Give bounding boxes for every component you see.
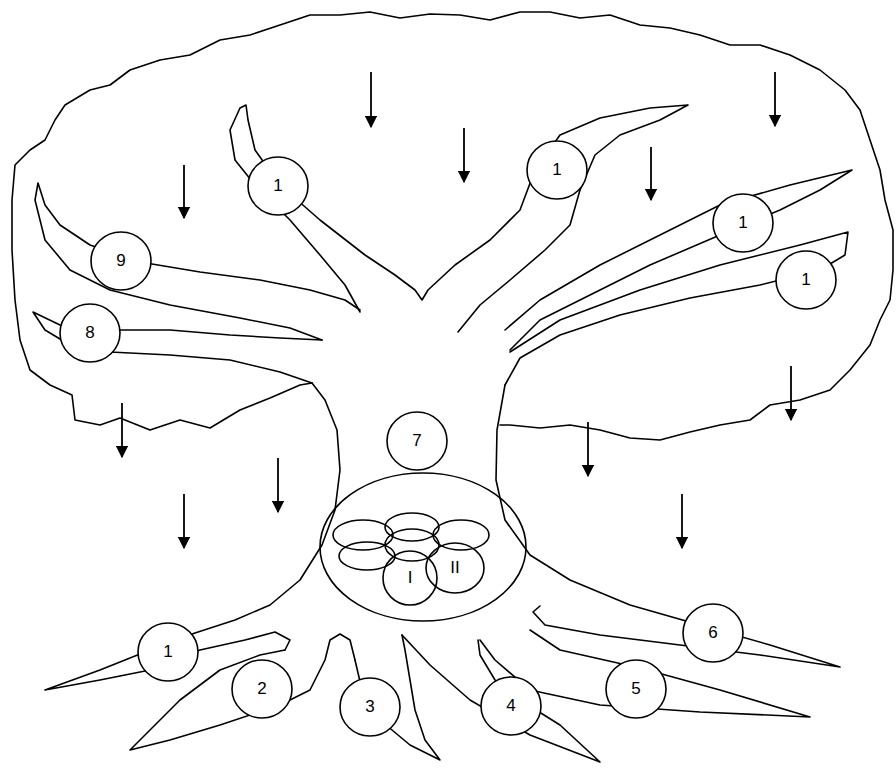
callout-number: 9 [116,252,125,271]
branch-outline [505,232,848,385]
callout-circle: 7 [386,411,448,471]
cell-node: I [382,550,438,606]
node-outline-shape [527,141,587,199]
root-outline [45,383,340,690]
node-outline-shape [713,194,773,252]
callout-number: 8 [85,324,94,343]
cell-cluster [320,473,526,621]
callout-circle: 5 [605,659,667,719]
down-arrow [183,494,185,548]
callout-number: 1 [163,643,172,662]
callout-number: 4 [506,697,515,716]
down-arrow [774,72,776,126]
callout-number: I [408,569,413,588]
node-outline-shape [138,623,198,681]
down-arrow [277,458,279,512]
node-outline-shape [606,660,666,718]
callout-circle: 1 [137,622,199,682]
callout-circle: 1 [247,156,309,216]
node-outline-shape [91,232,151,290]
callout-circle: 1 [526,140,588,200]
down-arrow [183,165,185,218]
down-arrow [790,366,792,420]
callout-circle: 9 [90,231,152,291]
callout-number: II [450,559,459,578]
node-outline-shape [340,678,400,736]
down-arrow [587,422,589,476]
callout-number: 1 [738,214,747,233]
callout-number: 1 [552,161,561,180]
node-outline-shape [60,304,120,362]
callout-circle: 4 [480,676,542,736]
node-outline-shape [776,251,836,309]
cell-node: II [425,542,485,594]
node-outline-shape [387,412,447,470]
callout-number: 2 [257,680,266,699]
callout-circle: 1 [775,250,837,310]
tree-canopy [12,12,893,440]
node-outline-shape [426,543,484,593]
callout-circle: 1 [712,193,774,253]
callout-number: 1 [801,271,810,290]
root-outline [496,385,840,667]
callout-number: 6 [708,624,717,643]
node-outline-shape [683,604,743,662]
callout-circle: 3 [339,677,401,737]
node-outline-shape [248,157,308,215]
callout-number: 3 [365,698,374,717]
callout-circle: 2 [231,659,293,719]
down-arrow [463,128,465,182]
down-arrow [370,72,372,127]
callout-number: 5 [631,680,640,699]
down-arrow [650,147,652,200]
callout-circle: 6 [682,603,744,663]
down-arrow [681,494,683,548]
callout-circle: 8 [59,303,121,363]
callout-number: 1 [273,177,282,196]
callout-number: 7 [412,432,421,451]
node-outline-shape [232,660,292,718]
root-outline [130,634,355,750]
down-arrow [121,403,123,457]
node-outline-shape [481,677,541,735]
